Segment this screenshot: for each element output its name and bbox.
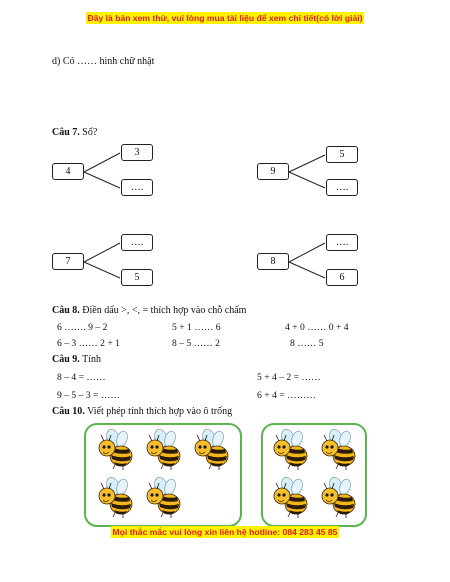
footer-banner: Mọi thắc mắc vui lòng xin liên hệ hotlin… [0,526,450,538]
bee-icon [321,426,356,471]
q9-r1c2: 5 + 4 – 2 = …… [257,372,321,383]
header-banner-text: Đây là bản xem thử, vui lòng mua tài liệ… [85,12,365,24]
q10-text: Viết phép tính thích hợp vào ô trống [87,406,233,417]
q8-r2c1: 6 – 3 …… 2 + 1 [57,338,120,349]
tree-1-bottom-box: …. [121,179,153,196]
q10-heading: Câu 10. Viết phép tính thích hợp vào ô t… [52,406,232,417]
bee-icon [321,474,356,519]
bee-icon [146,426,181,471]
tree-4-top-box: …. [326,234,358,251]
q8-r2c2: 8 – 5 …… 2 [172,338,220,349]
q7-text: Số? [82,127,98,138]
bee-icon [146,474,181,519]
bee-icon [273,426,308,471]
part-d-text: d) Có …… hình chữ nhật [52,56,155,67]
q8-r2c3: 8 …… 5 [290,338,324,349]
tree-2-top-box: 5 [326,146,358,163]
tree-2-bottom-box: …. [326,179,358,196]
footer-banner-text: Mọi thắc mắc vui lòng xin liên hệ hotlin… [110,526,340,538]
tree-1-top-box: 3 [121,144,153,161]
bee-icon [194,426,229,471]
q9-heading: Câu 9. Tính [52,354,101,365]
tree-3-top-box: …. [121,234,153,251]
q8-r1c3: 4 + 0 …… 0 + 4 [285,322,349,333]
q9-r2c1: 9 – 5 – 3 = …… [57,390,120,401]
q10-label: Câu 10. [52,406,85,417]
q8-text: Điền dấu >, <, = thích hợp vào chỗ chấm [82,305,247,316]
tree-2-root-box: 9 [257,163,289,180]
tree-1-root-box: 4 [52,163,84,180]
bee-icon [273,474,308,519]
tree-3-root-box: 7 [52,253,84,270]
q8-r1c2: 5 + 1 …… 6 [172,322,221,333]
q8-label: Câu 8. [52,305,80,316]
q7-heading: Câu 7. Số? [52,127,97,138]
q9-text: Tính [82,354,102,365]
q8-r1c1: 6 ……. 9 – 2 [57,322,108,333]
bee-icon [98,426,133,471]
tree-4-bottom-box: 6 [326,269,358,286]
bee-icon [98,474,133,519]
q7-label: Câu 7. [52,127,80,138]
header-banner: Đây là bản xem thử, vui lòng mua tài liệ… [0,12,450,24]
q9-label: Câu 9. [52,354,80,365]
q9-r2c2: 6 + 4 = ……… [257,390,316,401]
tree-4-root-box: 8 [257,253,289,270]
q8-heading: Câu 8. Điền dấu >, <, = thích hợp vào ch… [52,305,246,316]
q9-r1c1: 8 – 4 = …… [57,372,106,383]
tree-3-bottom-box: 5 [121,269,153,286]
